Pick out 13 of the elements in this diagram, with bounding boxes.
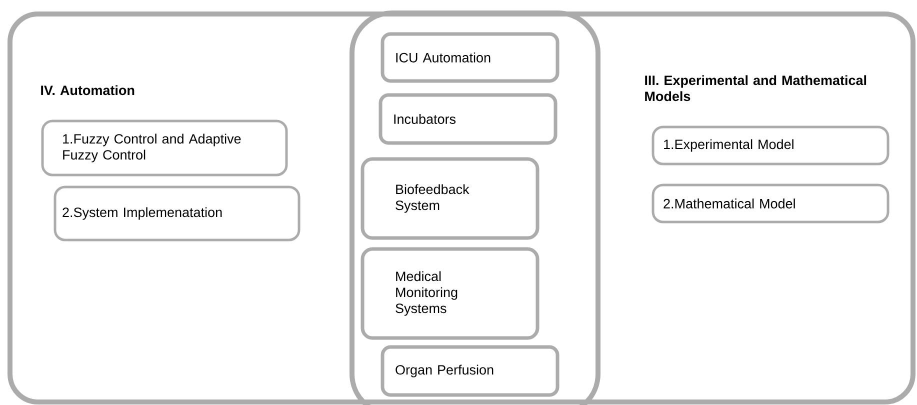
frame-outline — [350, 10, 600, 405]
section-heading: III. Experimental and Mathematical Models — [645, 75, 866, 102]
topic-box: Organ Perfusion — [380, 345, 560, 397]
topic-box: 2.Mathematical Model — [652, 184, 890, 224]
topic-box: Biofeedback System — [360, 157, 540, 240]
topic-box: 1.Experimental Model — [652, 126, 890, 166]
topic-box: Medical Monitoring Systems — [360, 247, 540, 340]
topic-box: ICU Automation — [380, 32, 560, 83]
topic-box: Incubators — [378, 93, 558, 145]
frame-outline — [8, 12, 916, 404]
topic-box: 1.Fuzzy Control and Adaptive Fuzzy Control — [41, 120, 288, 176]
topic-box: 2.System Implemenatation — [54, 186, 300, 242]
section-heading: IV. Automation — [41, 85, 134, 96]
